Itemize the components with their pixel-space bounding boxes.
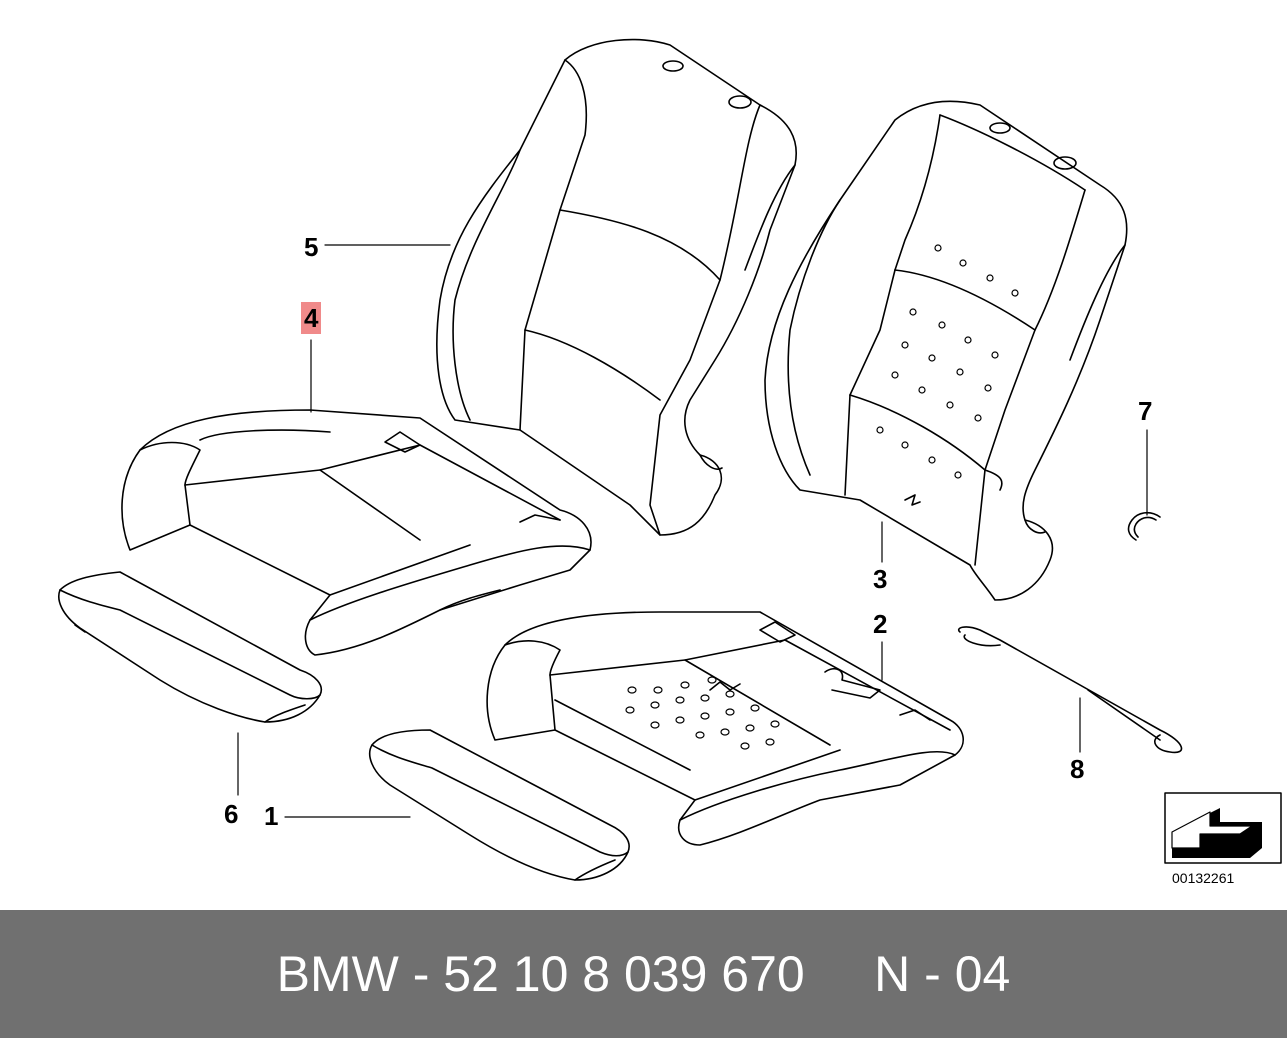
callout-2[interactable]: 2: [873, 609, 888, 639]
part-3-backrest-pad[interactable]: [764, 100, 1128, 601]
callout-8[interactable]: 8: [1070, 754, 1085, 784]
footer-bar: BMW - 52 10 8 039 670 N - 04: [0, 910, 1287, 1038]
part-1-front-pad[interactable]: [368, 729, 630, 881]
part-number-caption: BMW - 52 10 8 039 670 N - 04: [276, 946, 1011, 1002]
callout-1[interactable]: 1: [264, 801, 279, 831]
part-8-wire[interactable]: [958, 626, 1183, 754]
callout-6[interactable]: 6: [224, 799, 239, 829]
callout-3[interactable]: 3: [873, 564, 888, 594]
part-7-clip[interactable]: [1127, 511, 1161, 541]
part-4-seat-cover[interactable]: [121, 409, 592, 656]
callout-5[interactable]: 5: [304, 232, 319, 262]
leader-lines: [237, 244, 1148, 818]
parts-diagram: 5 4 7 3 2 8 6 1 00132261: [58, 38, 1282, 886]
callout-4[interactable]: 4: [301, 302, 322, 334]
callout-7[interactable]: 7: [1138, 396, 1153, 426]
part-2-seat-pad[interactable]: [486, 611, 964, 846]
view-direction-arrow-icon: [1164, 792, 1282, 864]
diagram-id: 00132261: [1172, 870, 1235, 886]
part-5-backrest-cover[interactable]: [436, 38, 797, 536]
part-6-front-pad[interactable]: [58, 571, 322, 723]
